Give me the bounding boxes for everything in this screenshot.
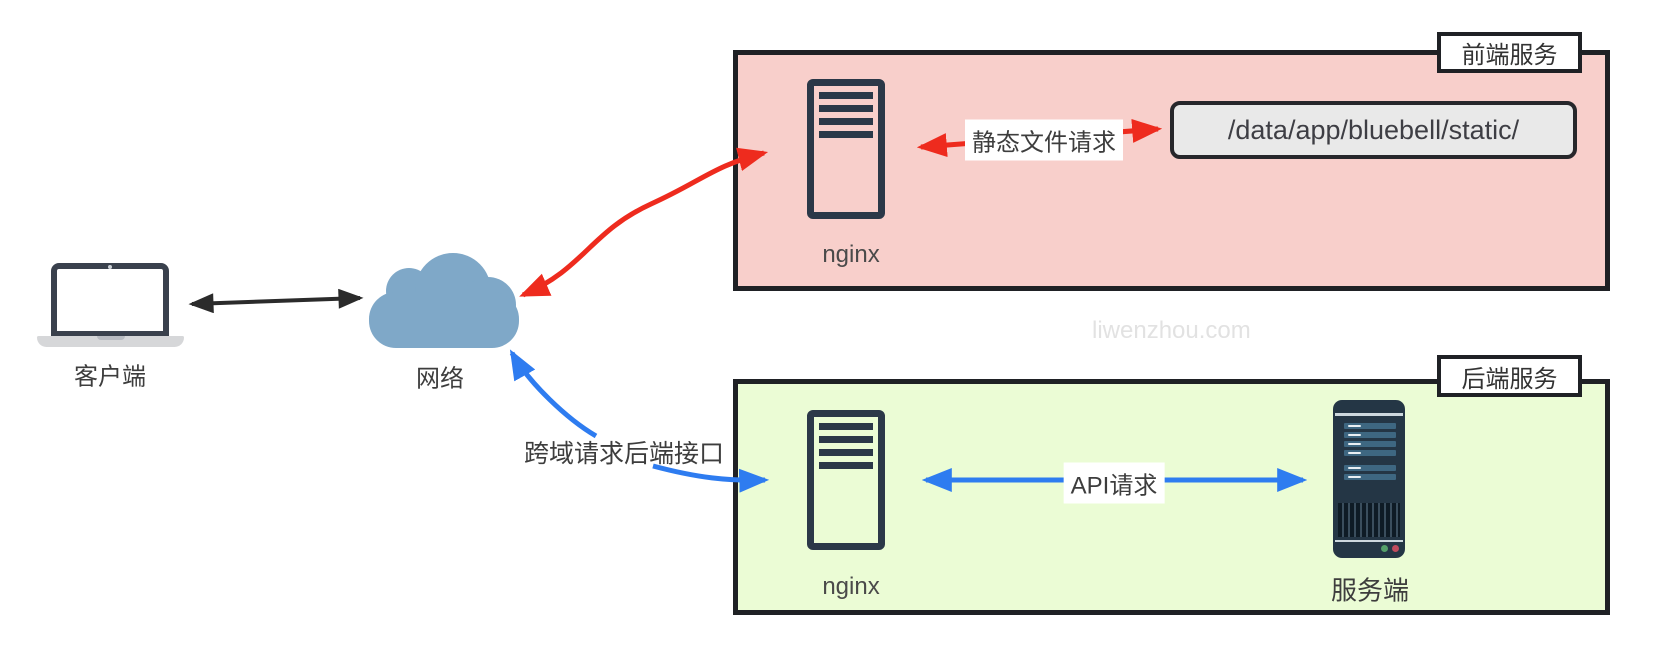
static-request-label: 静态文件请求 (965, 119, 1123, 161)
nginx-label-frontend: nginx (822, 241, 880, 268)
tower-led-green (1381, 545, 1388, 552)
frontend-service-tag: 前端服务 (1437, 32, 1582, 73)
network-frontend-arrow (519, 147, 769, 298)
watermark-text: liwenzhou.com (1092, 317, 1251, 344)
rack-slot-bar (819, 423, 873, 430)
server-label: 服务端 (1330, 575, 1410, 606)
backend-service-tag: 后端服务 (1437, 355, 1582, 397)
network-label: 网络 (416, 365, 464, 393)
drive-bay (1344, 465, 1396, 471)
rack-slot-bar (819, 92, 873, 99)
tower-drive-bays (1344, 423, 1396, 483)
nginx-server-icon-frontend (807, 79, 885, 219)
drive-bay (1344, 450, 1396, 456)
network-backend-arrow-upper (509, 349, 598, 439)
tower-vent-grille (1338, 503, 1400, 537)
drive-bay (1344, 441, 1396, 447)
laptop-base (37, 336, 184, 347)
rack-slot-bar (819, 449, 873, 456)
laptop-camera-dot (108, 265, 112, 269)
rack-slot-bar (819, 118, 873, 125)
client-network-arrow (188, 288, 364, 314)
rack-slot-bar (819, 462, 873, 469)
drive-bay (1344, 423, 1396, 429)
laptop-notch (97, 336, 125, 340)
tower-led-red (1392, 545, 1399, 552)
cloud-icon (369, 253, 519, 348)
cross-domain-request-label: 跨域请求后端接口 (523, 440, 725, 468)
laptop-icon (51, 263, 169, 337)
nginx-server-icon-backend (807, 410, 885, 550)
static-directory-box: /data/app/bluebell/static/ (1170, 101, 1577, 159)
client-label: 客户端 (74, 363, 146, 391)
drive-bay (1344, 474, 1396, 480)
drive-bay (1344, 432, 1396, 438)
tower-bottom-separator (1335, 540, 1403, 542)
nginx-label-backend: nginx (822, 573, 880, 600)
rack-slot-bar (819, 436, 873, 443)
tower-top-separator (1335, 413, 1403, 416)
rack-slot-bar (819, 105, 873, 112)
rack-slot-bar (819, 131, 873, 138)
network-backend-arrow-lower (652, 463, 770, 493)
server-tower-icon (1333, 400, 1405, 558)
api-request-label: API请求 (1063, 462, 1165, 504)
